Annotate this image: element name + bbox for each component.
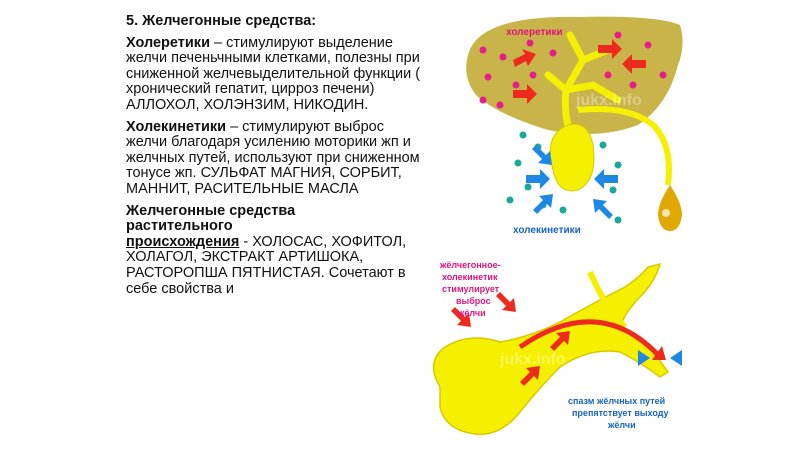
spasm-label-3: жёлчи: [607, 420, 636, 430]
cystic-duct: [587, 270, 628, 330]
bile-drop-icon: [658, 185, 682, 231]
herbal-text: - ХОЛОСАС, ХОФИТОЛ, ХОЛАГОЛ, ЭКСТРАКТ АР…: [126, 233, 407, 297]
choleretics-paragraph: Холеретики – стимулируют выделение желчи…: [126, 34, 426, 114]
choleretic-arrows: [513, 39, 646, 104]
choleretics-label: холеретики: [506, 27, 563, 38]
slide-heading: 5. Желчегонные средства:: [126, 13, 317, 29]
red-arrow-icon: [513, 84, 537, 104]
cholekinetic-dots: [506, 131, 622, 224]
bile-flow-arrow: [518, 319, 662, 359]
red-arrow-icon: [451, 307, 471, 327]
blue-arrow-icon: [526, 169, 550, 189]
common-bile-duct: [577, 106, 672, 186]
spasm-label-2: препятствует выходу: [572, 408, 669, 418]
blue-arrow-icon: [638, 350, 650, 366]
spasm-arrows: [638, 350, 682, 366]
choleretics-term: Холеретики: [126, 34, 210, 51]
herbal-term-3: происхождения: [126, 233, 240, 250]
herbal-term-2: растительного: [126, 218, 233, 235]
cholekinetic-label-3: стимулирует: [442, 284, 500, 294]
cholekinetic-label-2: холекинетик: [442, 272, 498, 282]
liver-illustration: холеретики холекинетики jukx.info: [466, 16, 683, 236]
blue-arrow-icon: [670, 350, 682, 366]
cholekinetic-label-1: жёлчегонное-: [439, 260, 501, 270]
choleretics-text: – стимулируют выделение желчи печеньчным…: [126, 34, 421, 113]
cholekinetics-paragraph: Холекинетики – стимулируют выброс желчи …: [126, 118, 426, 198]
watermark-2: jukx.info: [499, 351, 566, 368]
red-arrow-icon: [513, 49, 536, 67]
bile-flow-arrowhead: [652, 346, 666, 360]
cholekinetic-red-arrows: [451, 292, 570, 386]
red-arrow-icon: [622, 54, 646, 74]
red-arrow-icon: [550, 331, 570, 351]
bile-ducts: [544, 31, 622, 149]
spasm-label-1: спазм жёлчных путей: [568, 396, 665, 406]
red-arrow-icon: [520, 366, 540, 386]
cholekinetic-label-5: жёлчи: [457, 308, 486, 318]
red-arrow-icon: [496, 292, 516, 312]
gallbladder-illustration: жёлчегонное- холекинетик стимулирует выб…: [432, 260, 682, 436]
cholekinetic-label-4: выброс: [456, 296, 491, 306]
choleretic-dots: [479, 31, 667, 109]
blue-arrow-icon: [533, 194, 553, 214]
herbal-term-1: Желчегонные средства: [126, 202, 296, 219]
cholekinetics-label: холекинетики: [513, 225, 581, 236]
gallbladder: [549, 123, 595, 192]
blue-arrow-icon: [532, 145, 552, 165]
cholekinetic-arrows: [526, 145, 618, 219]
cholekinetics-term: Холекинетики: [126, 118, 227, 135]
red-arrow-icon: [598, 39, 622, 59]
watermark-1: jukx.info: [575, 92, 642, 109]
slide-text: 5. Желчегонные средства: Холеретики – ст…: [126, 13, 426, 303]
cholekinetics-text: – стимулируют выброс желчи благодаря уси…: [126, 118, 420, 197]
blue-arrow-icon: [594, 169, 618, 189]
blue-arrow-icon: [593, 199, 613, 219]
